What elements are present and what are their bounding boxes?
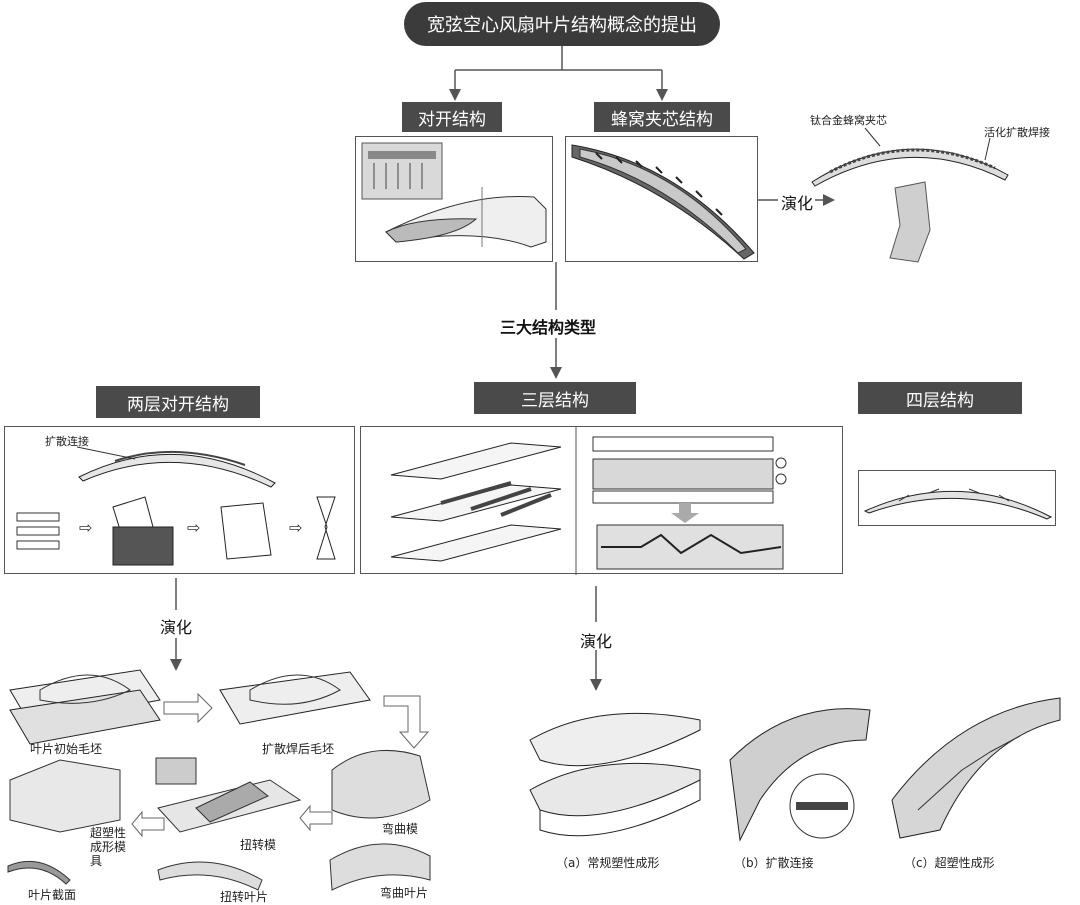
caption-c: （c）超塑性成形 <box>904 854 995 871</box>
caption-a: （a）常规塑性成形 <box>556 854 659 871</box>
caption-b: （b）扩散连接 <box>734 854 814 871</box>
